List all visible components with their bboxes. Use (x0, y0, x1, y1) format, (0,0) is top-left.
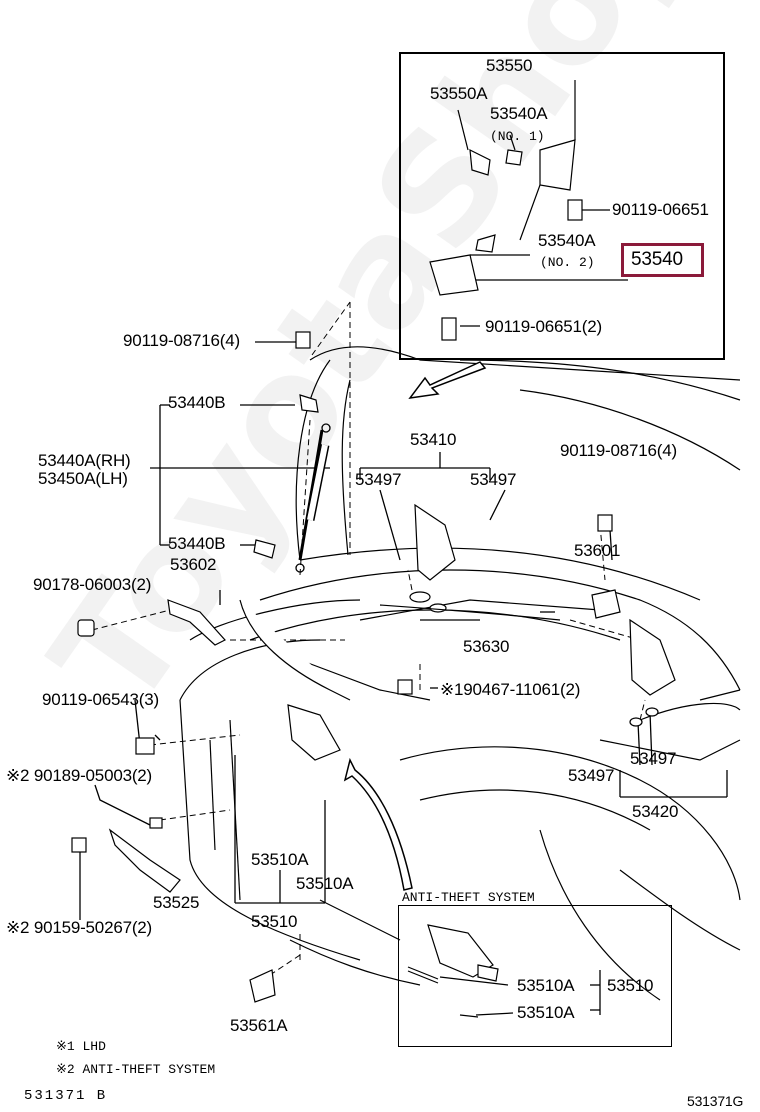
ref-left: 531371 B (24, 1088, 108, 1104)
part-53450A: 53450A(LH) (38, 469, 128, 488)
note-lhd: ※1 LHD (56, 1039, 106, 1054)
part-53540A-no2: 53540A (538, 231, 596, 250)
part-53510A-b: 53510A (296, 874, 354, 893)
arrow-from-inset (408, 361, 487, 399)
anti-theft-title: ANTI-THEFT SYSTEM (402, 890, 535, 905)
part-53602: 53602 (170, 555, 217, 574)
detail-inset (399, 52, 725, 360)
no1-label: (NO. 1) (490, 129, 545, 144)
part-53497-a: 53497 (355, 470, 402, 489)
highlight-53540 (621, 243, 704, 277)
part-53561A: 53561A (230, 1016, 288, 1035)
part-53410: 53410 (410, 430, 457, 449)
bolt-90159-50267: ※2 90159-50267(2) (6, 918, 153, 937)
no2-label: (NO. 2) (540, 255, 595, 270)
hood-strut (295, 423, 331, 573)
part-53540[interactable]: 53540 (631, 249, 683, 270)
bolt-90119-08716-left: 90119-08716(4) (123, 331, 240, 350)
ref-right: 531371G (687, 1093, 744, 1109)
part-53550A: 53550A (430, 84, 488, 103)
part-53440B-bottom: 53440B (168, 534, 226, 553)
part-53420: 53420 (632, 802, 679, 821)
part-53630: 53630 (463, 637, 510, 656)
anti-theft-inset (398, 905, 672, 1047)
part-53525: 53525 (153, 893, 200, 912)
bolt-90178-06003: 90178-06003(2) (33, 575, 152, 594)
bolt-90119-06543: 90119-06543(3) (42, 690, 159, 709)
anti-theft-53510A-1: 53510A (517, 976, 575, 995)
bolt-90119-06651-2: 90119-06651(2) (485, 317, 602, 336)
bolt-90189-05003: ※2 90189-05003(2) (6, 766, 153, 785)
anti-theft-parts (407, 924, 514, 1018)
part-53497-d: 53497 (568, 766, 615, 785)
part-53601: 53601 (574, 541, 621, 560)
part-53440A: 53440A(RH) (38, 451, 131, 470)
part-53440B-top: 53440B (168, 393, 226, 412)
part-53550: 53550 (486, 56, 533, 75)
anti-theft-53510A-2: 53510A (517, 1003, 575, 1022)
anti-theft-53510: 53510 (607, 976, 654, 995)
bolt-90467-11061: ※190467-11061(2) (440, 680, 581, 699)
bolt-90119-08716-right: 90119-08716(4) (560, 441, 677, 460)
note-anti-theft: ※2 ANTI-THEFT SYSTEM (56, 1062, 216, 1077)
part-53540A-no1: 53540A (490, 104, 548, 123)
part-53510: 53510 (251, 912, 298, 931)
bolt-90119-06651: 90119-06651 (612, 200, 709, 219)
part-53497-c: 53497 (630, 749, 677, 768)
part-53497-b: 53497 (470, 470, 517, 489)
arrow-anti-theft (343, 757, 413, 891)
part-53510A-a: 53510A (251, 850, 309, 869)
